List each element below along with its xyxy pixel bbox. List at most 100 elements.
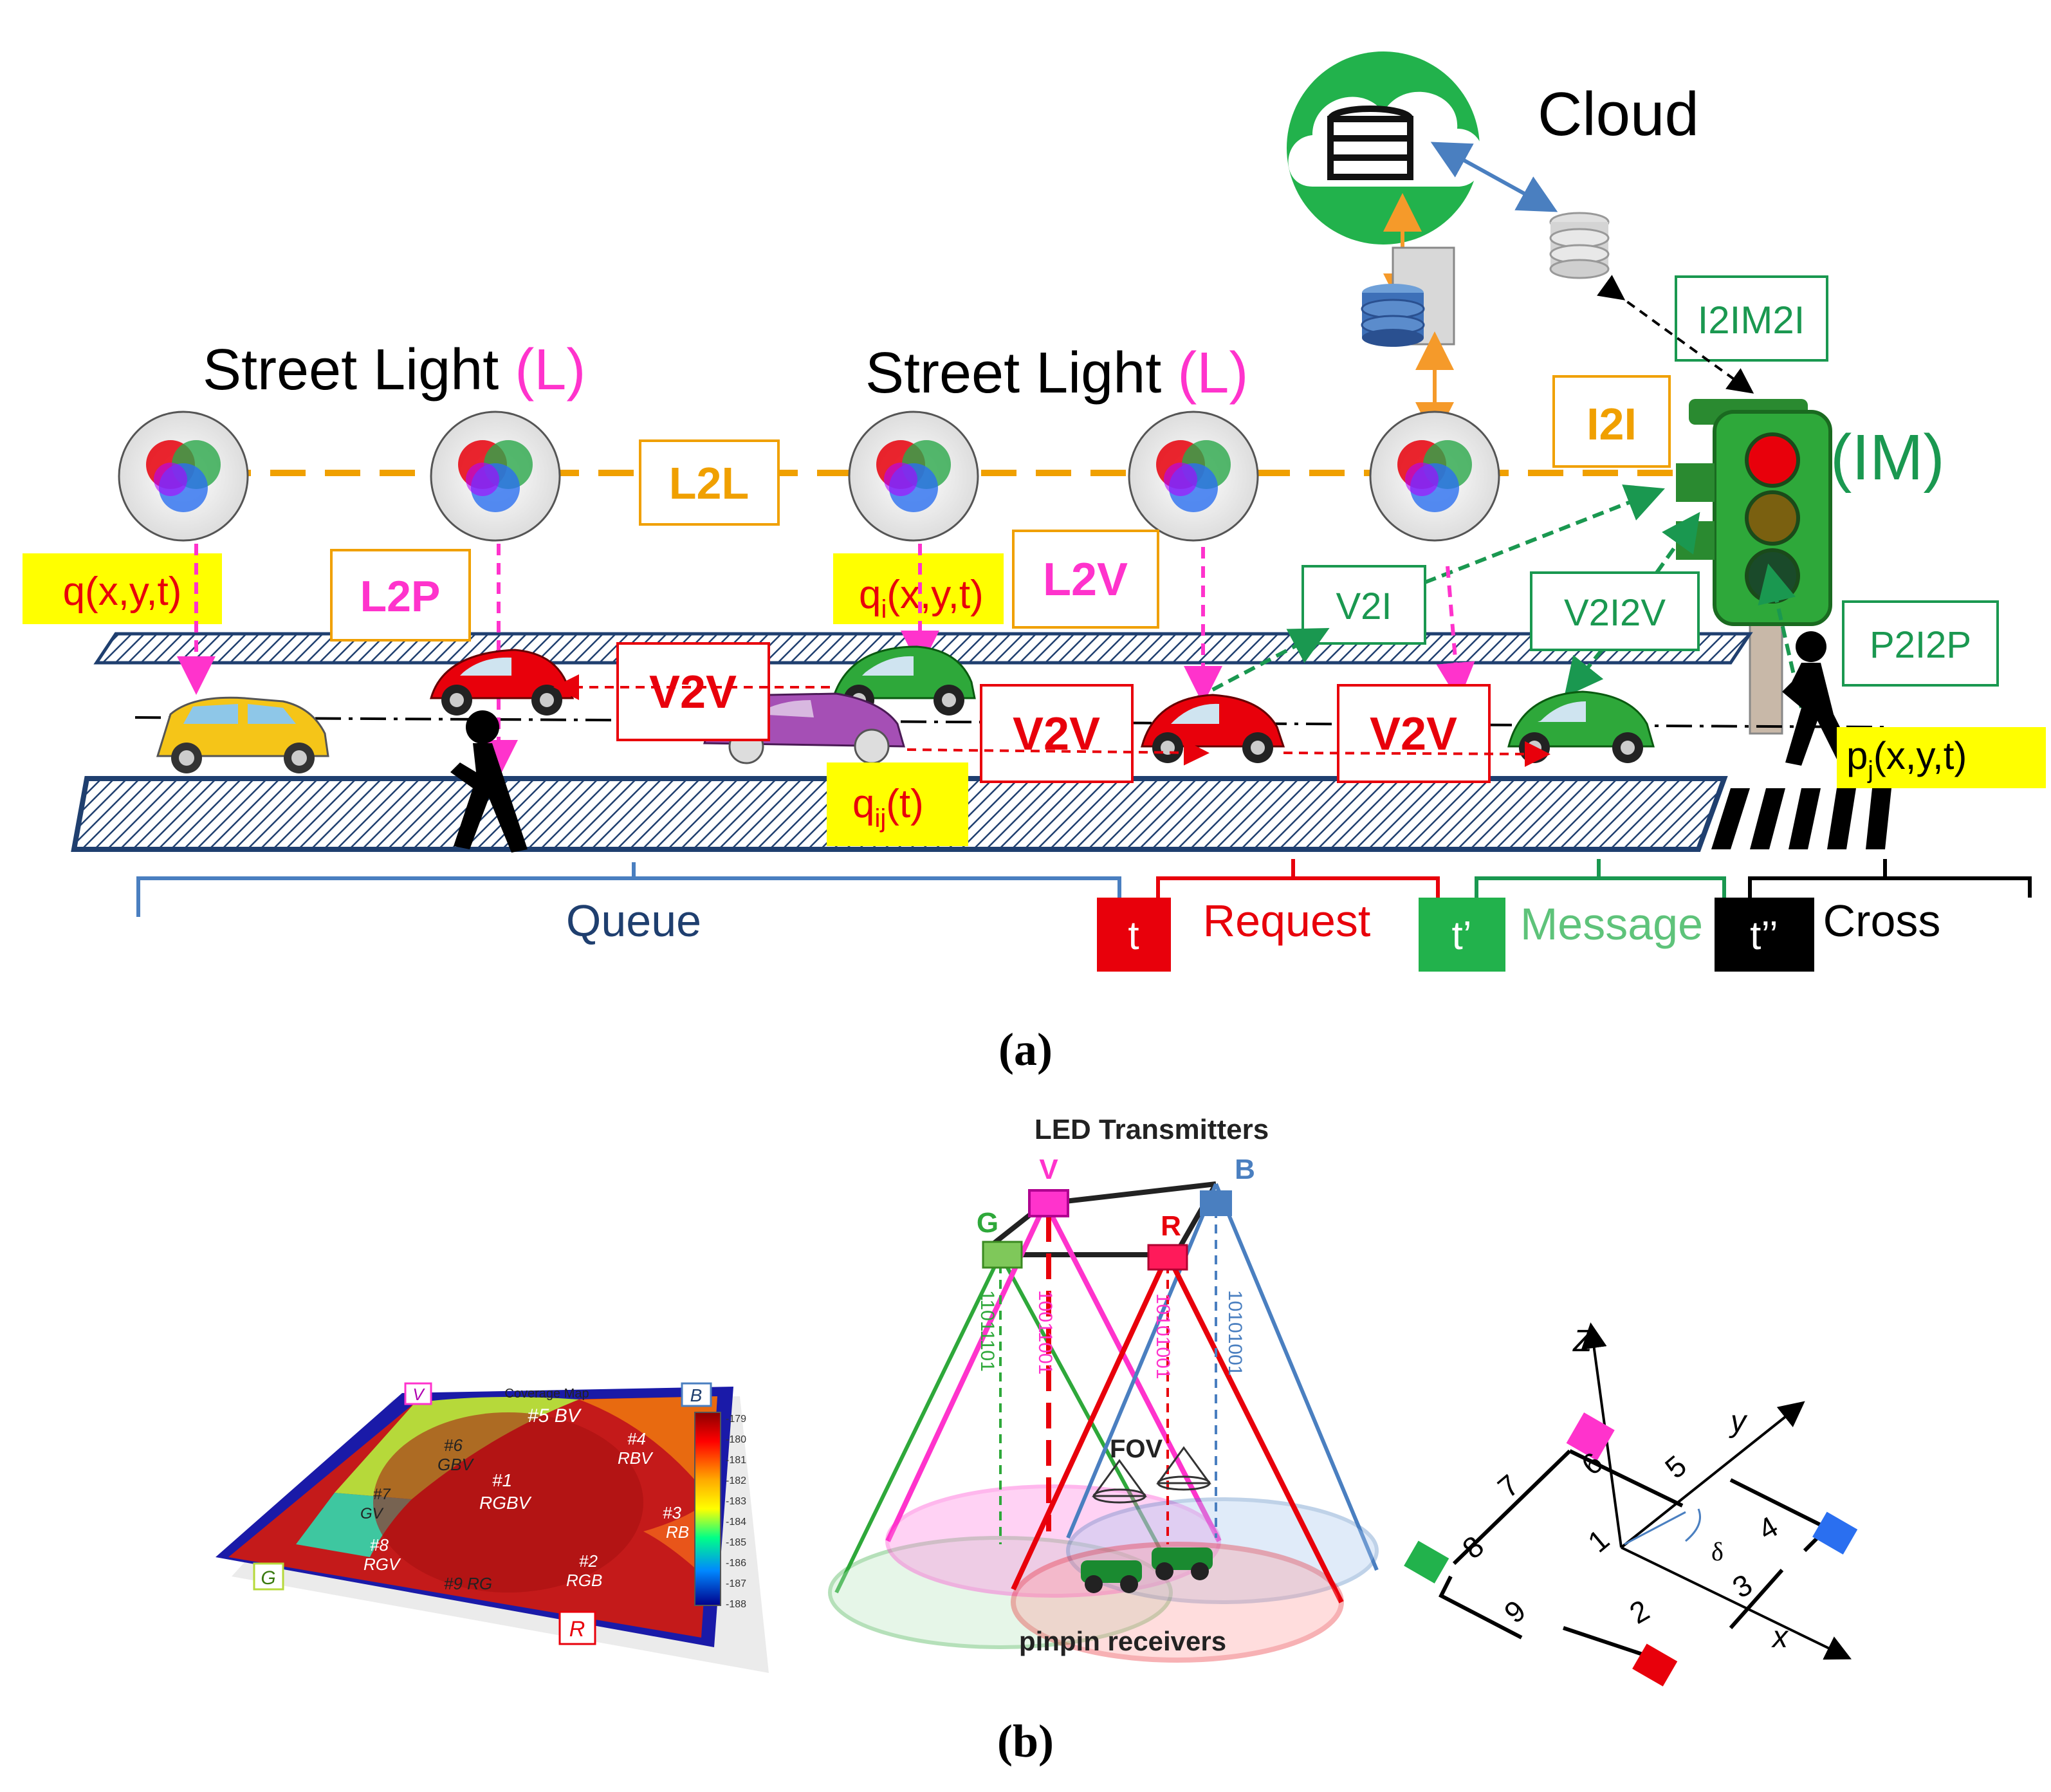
cross-label: Cross bbox=[1823, 896, 1941, 946]
v2v-label-3: V2V bbox=[1370, 708, 1457, 760]
corner-v-label: V bbox=[412, 1385, 425, 1404]
l2v-box bbox=[1012, 530, 1159, 629]
v2v-box-2 bbox=[980, 684, 1134, 783]
t-box bbox=[1097, 898, 1171, 972]
tx-r-icon bbox=[1147, 1244, 1188, 1271]
tx-g-icon bbox=[982, 1241, 1023, 1269]
axes-diagram: Z y x δ 1 2 3 4 5 6 7 8 9 bbox=[1404, 1322, 1858, 1686]
axes-v-square bbox=[1566, 1412, 1615, 1461]
code-v: 10011001 bbox=[1035, 1290, 1056, 1374]
tx-v-icon bbox=[1028, 1189, 1069, 1217]
led-lamp-2 bbox=[430, 411, 561, 542]
v2i2v-label: V2I2V bbox=[1564, 592, 1666, 634]
l2v-label: L2V bbox=[1043, 554, 1128, 605]
region-8b-label: RGV bbox=[363, 1555, 401, 1574]
pj-label: pj(x,y,t) bbox=[1846, 734, 1967, 784]
axis-num-2: 2 bbox=[1624, 1593, 1655, 1630]
region-4b-label: RBV bbox=[618, 1448, 654, 1468]
tpp-box bbox=[1715, 898, 1814, 972]
led-lamp-4 bbox=[1128, 411, 1259, 542]
region-9-label: #9 RG bbox=[444, 1574, 492, 1593]
v2i-label: V2I bbox=[1336, 586, 1392, 627]
axis-num-3: 3 bbox=[1727, 1567, 1758, 1605]
scale-tick-3: -181 bbox=[726, 1455, 746, 1466]
pedestrian-1 bbox=[450, 710, 528, 853]
axis-num-4: 4 bbox=[1752, 1510, 1783, 1547]
tx-b-label: B bbox=[1235, 1154, 1255, 1185]
cloud-db-link bbox=[1430, 142, 1558, 212]
region-3-label: #3 bbox=[663, 1503, 681, 1522]
led-lamp-1 bbox=[118, 411, 249, 542]
region-1-label: #1 bbox=[492, 1470, 512, 1490]
coverage-map-title: Coverage Map bbox=[504, 1387, 589, 1401]
car-yellow bbox=[156, 696, 329, 773]
region-1b-label: RGBV bbox=[479, 1493, 532, 1513]
qij-label-bg bbox=[827, 762, 968, 846]
cloud-label: Cloud bbox=[1538, 80, 1699, 149]
car-green-1 bbox=[831, 645, 976, 716]
request-label: Request bbox=[1203, 896, 1371, 946]
code-g: 11011101 bbox=[977, 1290, 998, 1372]
street-light-title-2: Street Light (L) bbox=[865, 341, 1248, 405]
axes-g-square bbox=[1404, 1540, 1449, 1584]
v2v-box-1 bbox=[616, 642, 770, 741]
v2v-arrow-2 bbox=[906, 739, 1209, 766]
scale-tick-8: -186 bbox=[726, 1558, 746, 1569]
tx-v-label: V bbox=[1039, 1154, 1058, 1185]
corner-g-label: G bbox=[261, 1567, 275, 1589]
server-icon bbox=[1361, 246, 1455, 347]
scale-tick-10: -188 bbox=[726, 1599, 746, 1610]
led-transmitters-title: LED Transmitters bbox=[1035, 1114, 1269, 1145]
color-scale-ticks: -179 -180 -181 -182 -183 -184 -185 -186 … bbox=[726, 1414, 746, 1610]
receiver-car-2 bbox=[1152, 1547, 1213, 1580]
t-box-label: t bbox=[1128, 914, 1139, 958]
axes-b-square bbox=[1812, 1511, 1858, 1555]
scale-tick-9: -187 bbox=[726, 1578, 746, 1589]
fov-label: FOV bbox=[1110, 1435, 1163, 1463]
delta-label: δ bbox=[1711, 1537, 1724, 1566]
color-scale bbox=[694, 1412, 721, 1606]
scale-tick-6: -184 bbox=[726, 1517, 746, 1528]
i2i-label: I2I bbox=[1587, 399, 1637, 449]
i2im2i-label: I2IM2I bbox=[1698, 299, 1805, 342]
scale-tick-1: -179 bbox=[726, 1414, 746, 1425]
car-red-2 bbox=[1141, 694, 1285, 763]
message-label: Message bbox=[1520, 899, 1703, 949]
region-6b-label: GBV bbox=[437, 1455, 475, 1474]
region-8-label: #8 bbox=[370, 1535, 389, 1555]
queue-brace bbox=[136, 862, 1121, 917]
axis-num-5: 5 bbox=[1659, 1448, 1693, 1484]
database-icon-right bbox=[1549, 212, 1610, 279]
tx-g-label: G bbox=[977, 1207, 998, 1239]
v2v-arrow-3 bbox=[1283, 741, 1550, 767]
cross-brace bbox=[1748, 859, 2032, 898]
zebra-crossing bbox=[1711, 788, 1891, 849]
v2v-label-2: V2V bbox=[1013, 708, 1100, 760]
im-label: (IM) bbox=[1830, 421, 1945, 494]
coverage-map: Coverage Map #5 BV #6 GBV #4 RBV #1 RGBV… bbox=[216, 1382, 769, 1673]
v2v-label-1: V2V bbox=[649, 667, 737, 718]
tx-r-label: R bbox=[1161, 1210, 1181, 1242]
receiver-car-1 bbox=[1081, 1560, 1142, 1593]
queue-label: Queue bbox=[566, 896, 701, 946]
axis-x-label: x bbox=[1771, 1620, 1789, 1654]
i2im2i-arrow bbox=[1597, 275, 1754, 394]
receivers-label: pinpin receivers bbox=[1019, 1626, 1226, 1656]
region-7-label: #7 bbox=[373, 1486, 391, 1503]
axis-num-9: 9 bbox=[1498, 1593, 1532, 1629]
tpp-box-label: t’’ bbox=[1750, 914, 1778, 958]
code-b: 10101001 bbox=[1224, 1290, 1246, 1376]
l2p-box bbox=[330, 549, 471, 642]
tp-box bbox=[1419, 898, 1505, 972]
tp-box-label: t’ bbox=[1452, 914, 1472, 958]
q-label: q(x,y,t) bbox=[63, 569, 182, 614]
corner-b-label: B bbox=[690, 1385, 703, 1405]
corner-r-label: R bbox=[569, 1617, 585, 1641]
car-red-1 bbox=[430, 649, 575, 716]
axes-r-square bbox=[1632, 1643, 1678, 1686]
p2i2p-box bbox=[1842, 600, 1999, 687]
led-cones: LED Transmitters V bbox=[828, 1114, 1379, 1663]
panel-a: Cloud Street Light (L) Street Light (L) bbox=[23, 51, 2046, 1075]
panel-b: Coverage Map #5 BV #6 GBV #4 RBV #1 RGBV… bbox=[216, 1114, 1858, 1767]
